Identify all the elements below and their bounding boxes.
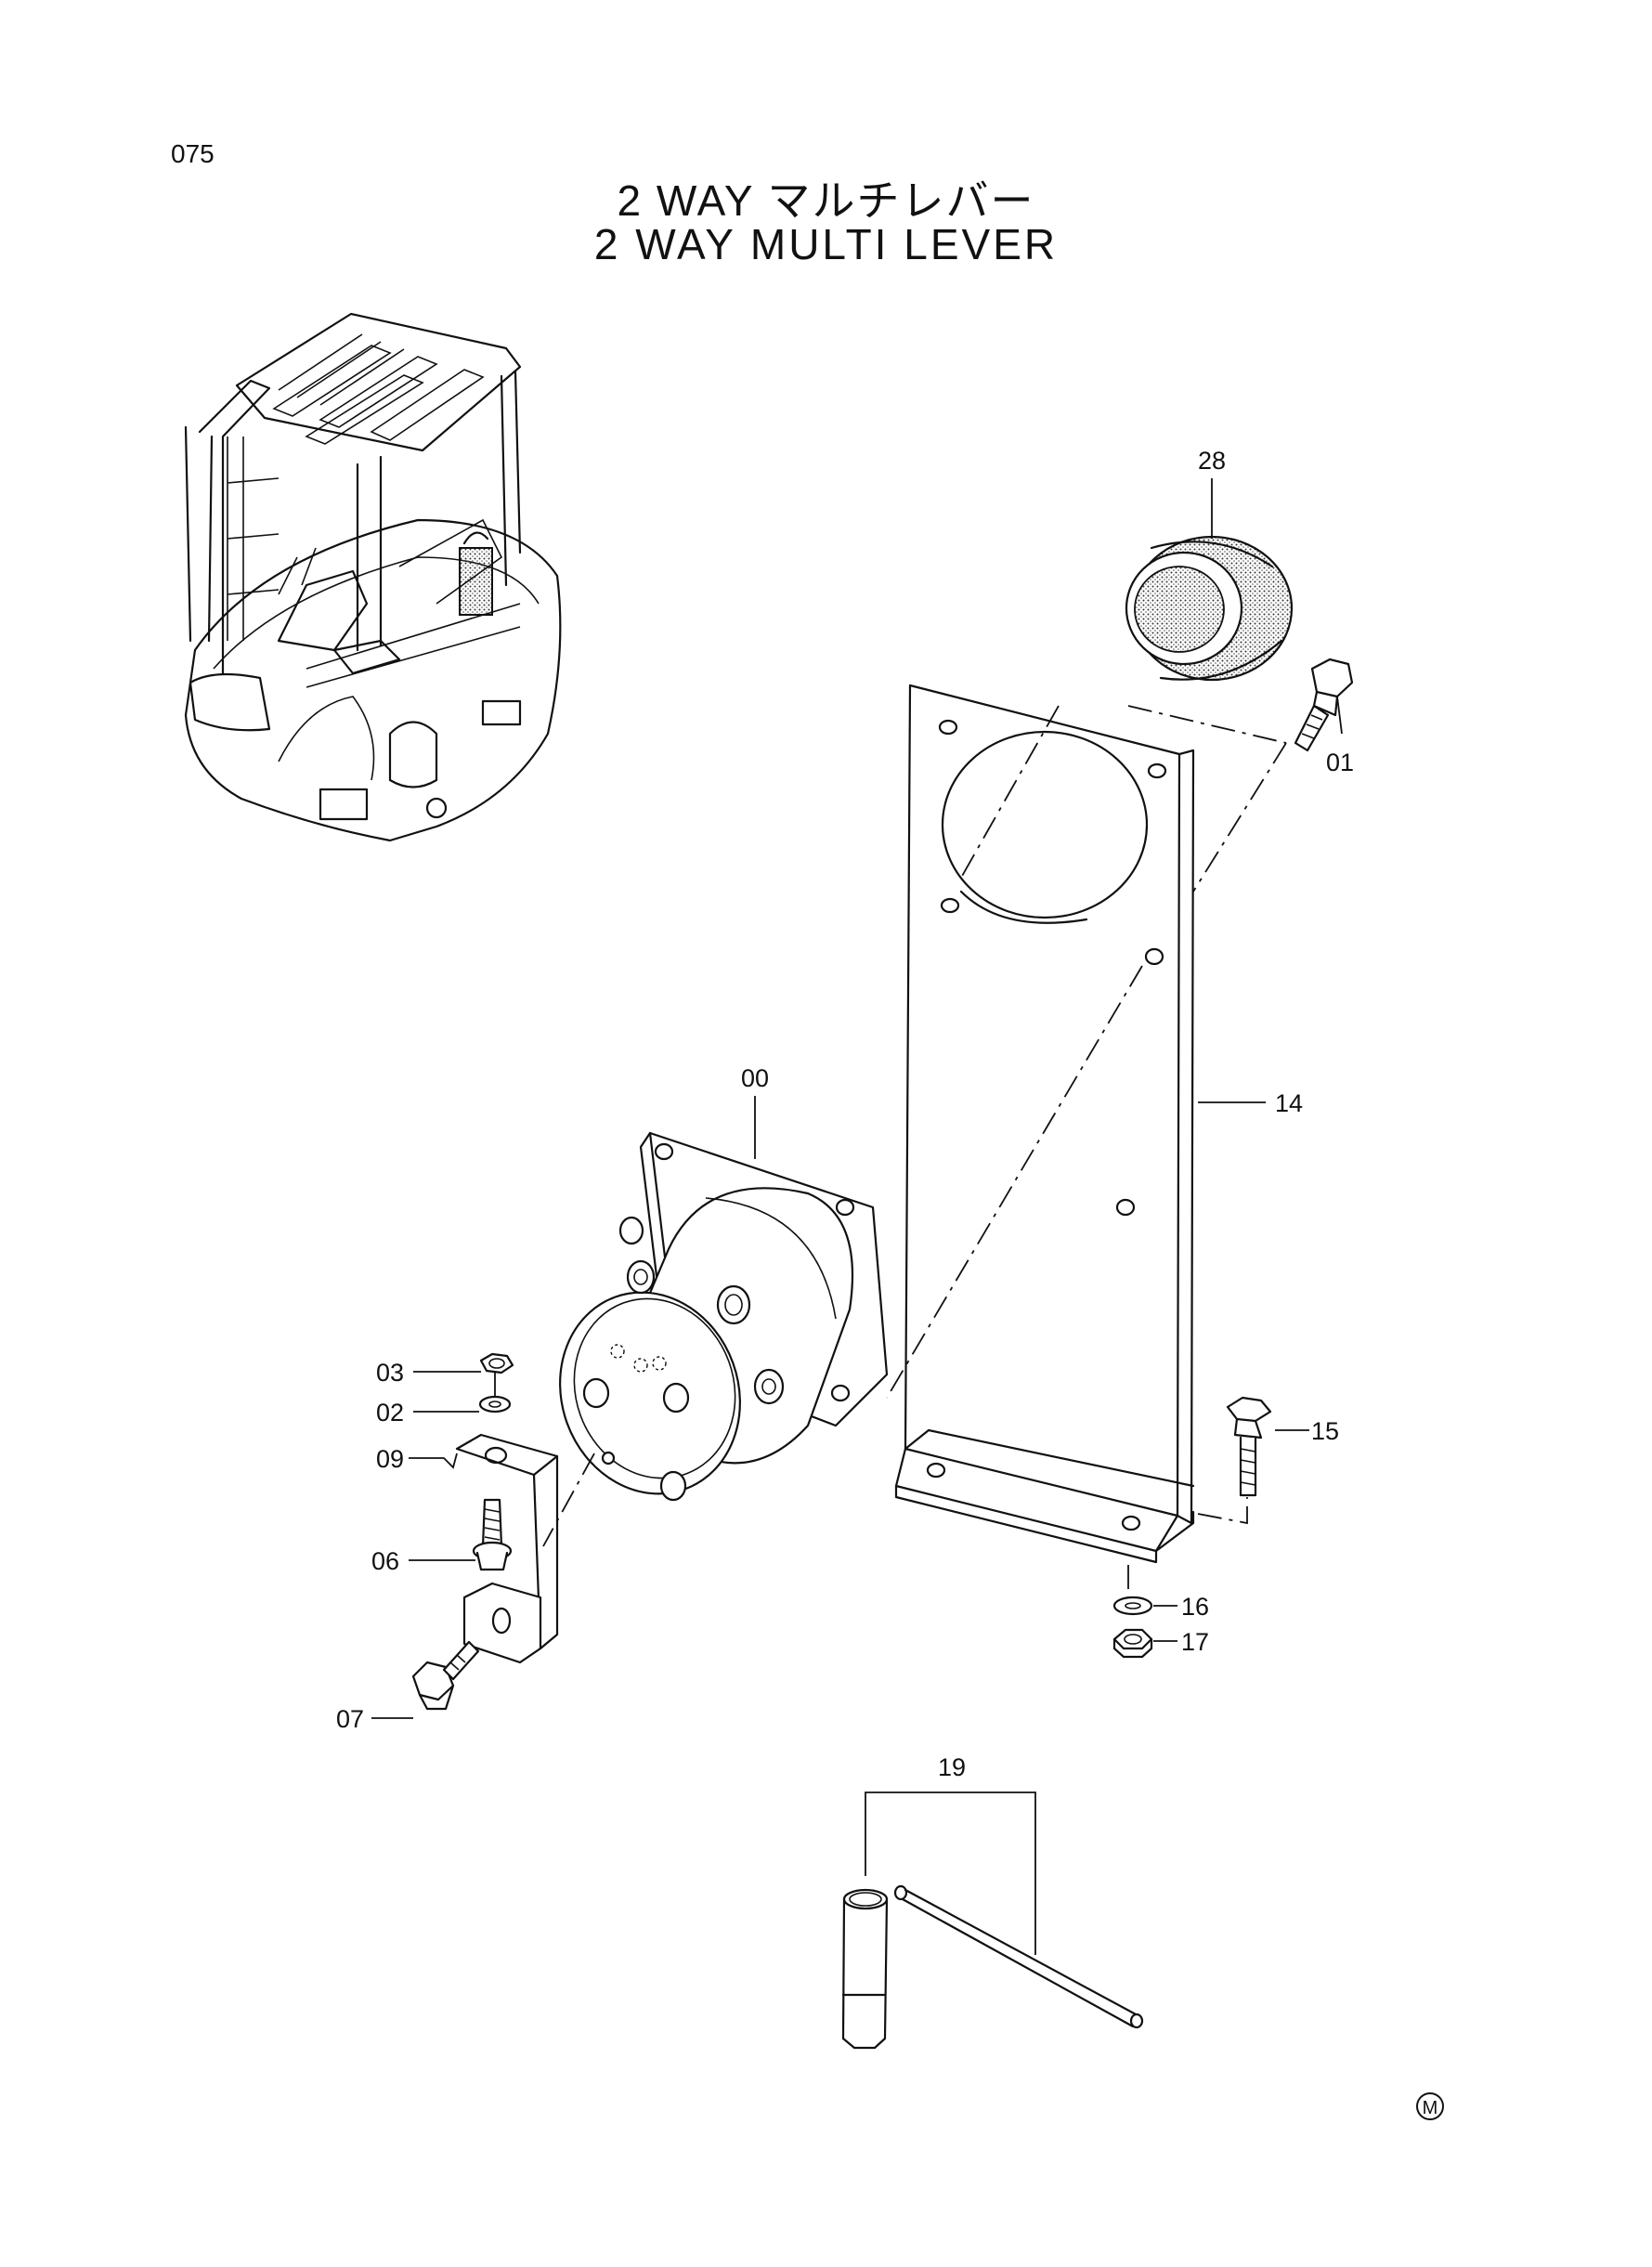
excavator-location-illustration	[184, 312, 562, 842]
part-07-bolt	[411, 1640, 480, 1711]
part-15-bolt	[1226, 1396, 1272, 1497]
title-japanese: 2 WAY マルチレバー	[617, 176, 1035, 225]
part-28-grommet	[1125, 535, 1294, 682]
callout-16: 16	[1181, 1593, 1209, 1621]
part-02-washer	[478, 1395, 512, 1414]
part-09-stay-bracket	[455, 1433, 559, 1664]
assembly-lines	[494, 705, 1287, 1597]
callout-leaders	[371, 478, 1343, 1955]
callout-15: 15	[1311, 1417, 1339, 1445]
part-01-bolt	[1294, 658, 1354, 752]
part-17-nut	[1112, 1628, 1153, 1659]
title-english: 2 WAY MULTI LEVER	[593, 220, 1059, 268]
callout-02: 02	[376, 1399, 404, 1427]
part-00-multi-lever-valve	[559, 1131, 889, 1502]
callout-09: 09	[376, 1445, 404, 1473]
circled-m-mark: M	[1416, 2092, 1444, 2120]
callout-01: 01	[1326, 749, 1354, 776]
mark-letter: M	[1423, 2098, 1438, 2118]
callout-19: 19	[938, 1753, 966, 1781]
callout-28: 28	[1198, 447, 1226, 475]
part-03-nut	[479, 1352, 514, 1375]
callout-17: 17	[1181, 1628, 1209, 1656]
callout-03: 03	[376, 1359, 404, 1387]
part-14-bracket-plate	[894, 684, 1195, 1564]
page-number: 075	[171, 139, 215, 168]
callout-00: 00	[741, 1064, 769, 1092]
part-16-washer	[1112, 1596, 1153, 1616]
callout-14: 14	[1275, 1089, 1303, 1117]
callout-07: 07	[336, 1705, 364, 1733]
callout-06: 06	[371, 1547, 399, 1575]
part-19-socket-tool	[841, 1884, 1144, 2050]
part-06-bolt	[472, 1498, 513, 1571]
